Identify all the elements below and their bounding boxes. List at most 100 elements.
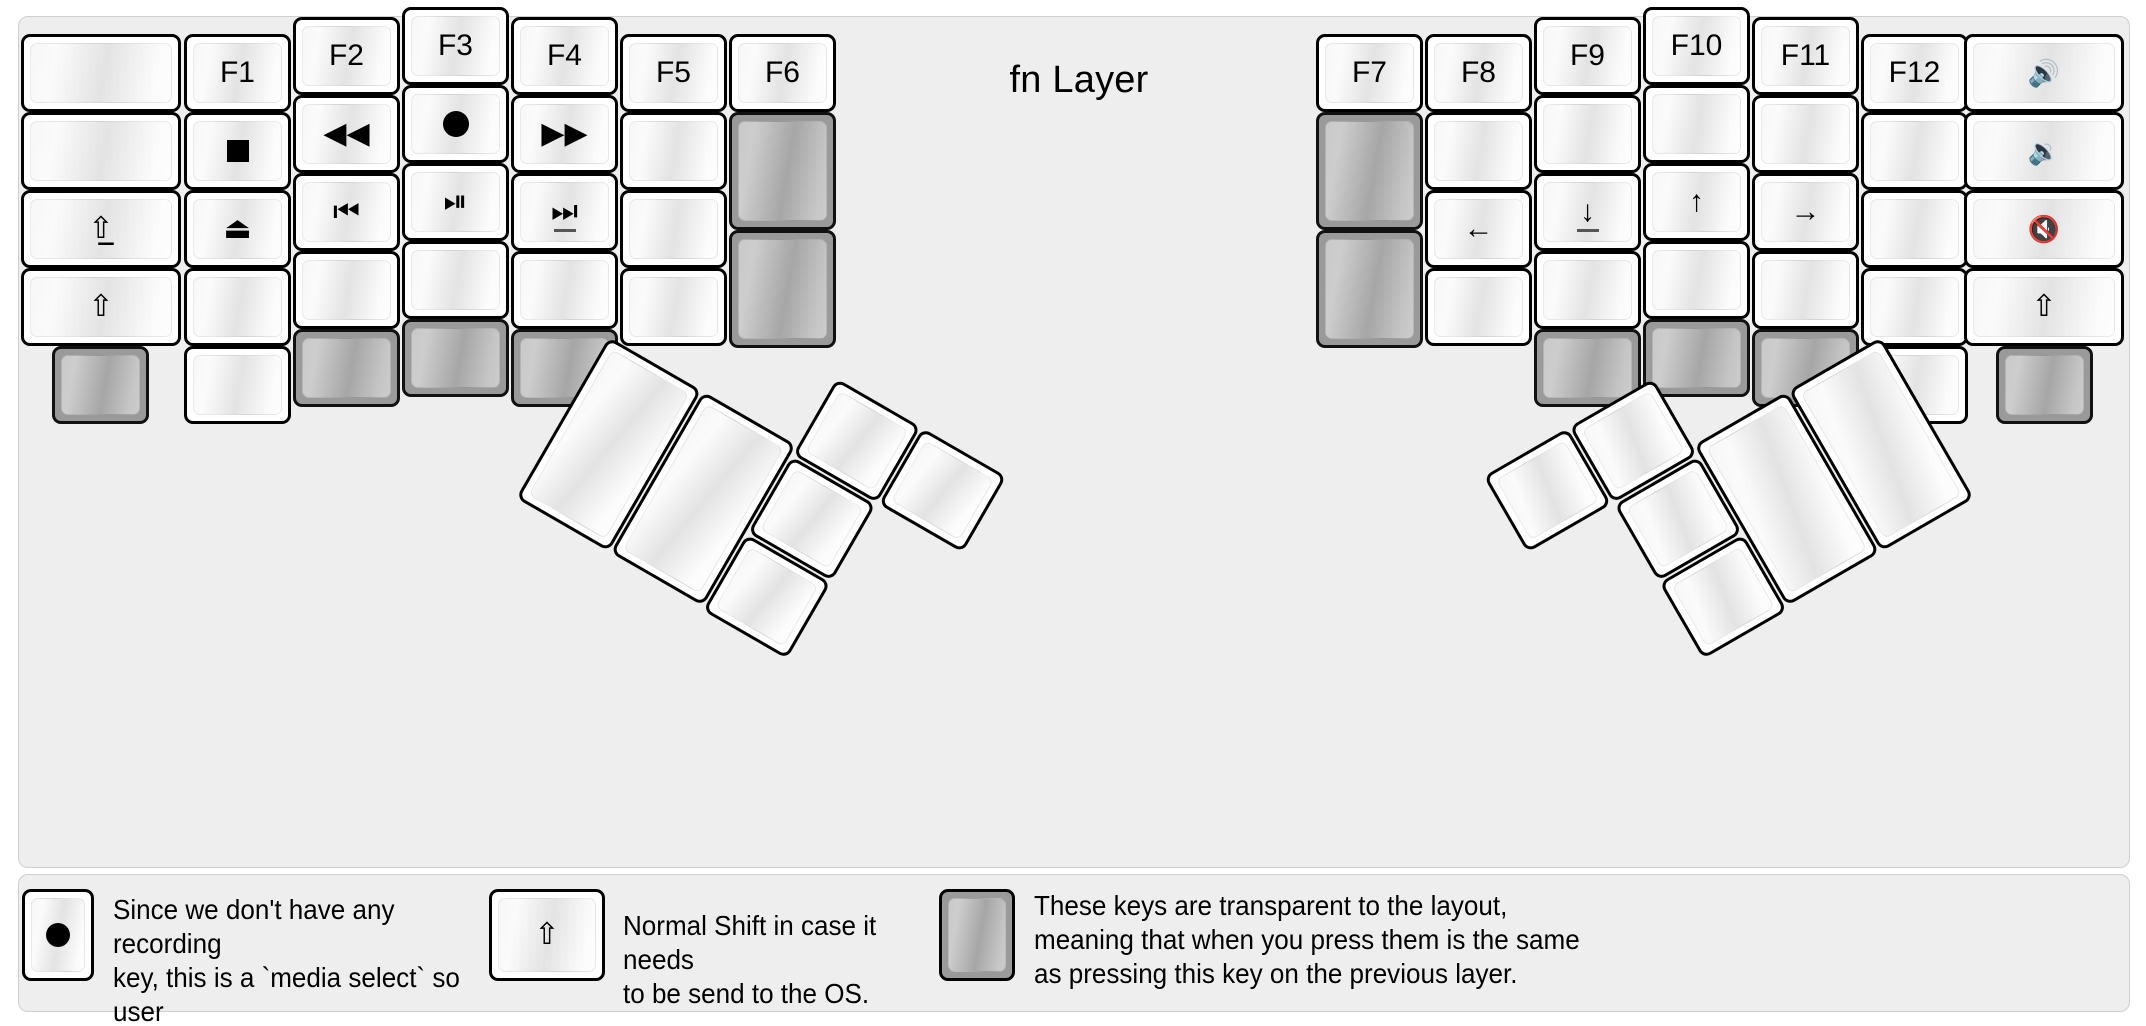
key-label: F2 [328, 39, 364, 72]
right-col4-key4[interactable] [1643, 241, 1750, 319]
right-col3-key5-transparent[interactable] [1534, 329, 1641, 407]
left-col4-key3-play-pause[interactable]: ⏯ [402, 163, 509, 241]
left-col2-key5[interactable] [184, 346, 291, 424]
arrow-down-icon: ↓ [1580, 195, 1595, 228]
keycap: F12 [1870, 43, 1959, 103]
right-col6-key4[interactable] [1861, 268, 1968, 346]
legend-text-record: Since we don't have any recording key, t… [113, 894, 460, 1026]
right-col2-key2[interactable] [1425, 112, 1532, 190]
left-col4-key5-transparent[interactable] [402, 319, 509, 397]
left-col4-key1-f3[interactable]: F3 [402, 7, 509, 85]
right-col3-key4[interactable] [1534, 251, 1641, 329]
left-col1-key1[interactable] [21, 34, 181, 112]
keycap: ⇧ [1973, 277, 2115, 337]
left-col6-key4[interactable] [620, 268, 727, 346]
right-col2-key3-arrow-left[interactable]: ← [1425, 190, 1532, 268]
right-col1-key3-transparent-tall[interactable] [1316, 230, 1423, 348]
right-col1-key1-f7[interactable]: F7 [1316, 34, 1423, 112]
left-col6-key2[interactable] [620, 112, 727, 190]
keycap: ⏯ [411, 172, 500, 232]
left-col7-key1-f6[interactable]: F6 [729, 34, 836, 112]
right-col5-key4[interactable] [1752, 251, 1859, 329]
right-col7-key3-volume-mute[interactable]: 🔇 [1964, 190, 2124, 268]
right-col7-key4-shift[interactable]: ⇧ [1964, 268, 2124, 346]
left-col7-key3-transparent-tall[interactable] [729, 230, 836, 348]
left-col5-key3-next[interactable]: ⏭ [511, 173, 618, 251]
shift-icon: ⇧ [2031, 290, 2057, 323]
right-col4-key1-f10[interactable]: F10 [1643, 7, 1750, 85]
keycap [1761, 104, 1850, 164]
left-col5-key1-f4[interactable]: F4 [511, 17, 618, 95]
keycap [2005, 355, 2084, 415]
keycap: ⇧̲ [30, 199, 172, 259]
right-col3-key2[interactable] [1534, 95, 1641, 173]
right-col7-key5-transparent[interactable] [1996, 346, 2093, 424]
keycap [193, 121, 282, 181]
left-col3-key4[interactable] [293, 251, 400, 329]
left-col2-key2-stop[interactable] [184, 112, 291, 190]
left-col3-key5-transparent[interactable] [293, 329, 400, 407]
right-col5-key3-arrow-right[interactable]: → [1752, 173, 1859, 251]
left-col1-key3-shift-lock[interactable]: ⇧̲ [21, 190, 181, 268]
keycap: ⏏ [193, 199, 282, 259]
keycap [948, 898, 1006, 972]
keycap: F9 [1543, 26, 1632, 86]
left-col1-key2[interactable] [21, 112, 181, 190]
right-col3-key3-arrow-down[interactable]: ↓ [1534, 173, 1641, 251]
keycap: ◀◀ [302, 104, 391, 164]
right-col6-key2[interactable] [1861, 112, 1968, 190]
keycap [629, 199, 718, 259]
key-label: F11 [1780, 39, 1831, 72]
left-col3-key2-rewind[interactable]: ◀◀ [293, 95, 400, 173]
left-col6-key1-f5[interactable]: F5 [620, 34, 727, 112]
left-col6-key3[interactable] [620, 190, 727, 268]
left-col1-key4-shift[interactable]: ⇧ [21, 268, 181, 346]
keycap: F7 [1325, 43, 1414, 103]
right-col2-key4[interactable] [1425, 268, 1532, 346]
right-col6-key3[interactable] [1861, 190, 1968, 268]
left-col4-key4[interactable] [402, 241, 509, 319]
right-col4-key3-arrow-up[interactable]: ↑ [1643, 163, 1750, 241]
left-col5-key4[interactable] [511, 251, 618, 329]
media-previous-icon: ⏮ [333, 195, 360, 228]
keycap: F6 [738, 43, 827, 103]
keycap: F8 [1434, 43, 1523, 103]
left-col3-key1-f2[interactable]: F2 [293, 17, 400, 95]
left-col1-key5-transparent[interactable] [52, 346, 149, 424]
legend-text-shift: Normal Shift in case it needs to be send… [623, 910, 877, 1009]
keycap: ↑ [1652, 172, 1741, 232]
volume-down-icon: 🔉 [2027, 136, 2061, 166]
legend-key-shift[interactable]: ⇧ [489, 889, 605, 981]
keycap: ← [1434, 199, 1523, 259]
right-col7-key1-volume-up[interactable]: 🔊 [1964, 34, 2124, 112]
legend-key-record[interactable] [22, 889, 94, 981]
keycap [629, 277, 718, 337]
left-col5-key2-fast-forward[interactable]: ▶▶ [511, 95, 618, 173]
left-col7-key2-transparent-tall[interactable] [729, 112, 836, 230]
legend-key-transparent[interactable] [939, 889, 1015, 981]
keycap: F10 [1652, 16, 1741, 76]
right-col1-key2-transparent-tall[interactable] [1316, 112, 1423, 230]
arrow-left-icon: ← [1463, 212, 1494, 245]
keycap: ⇧ [498, 898, 596, 972]
right-col4-key2[interactable] [1643, 85, 1750, 163]
left-col4-key2-record[interactable] [402, 85, 509, 163]
right-col6-key1-f12[interactable]: F12 [1861, 34, 1968, 112]
right-col7-key2-volume-down[interactable]: 🔉 [1964, 112, 2124, 190]
right-col5-key1-f11[interactable]: F11 [1752, 17, 1859, 95]
right-col4-key5-transparent[interactable] [1643, 319, 1750, 397]
keycap [193, 277, 282, 337]
right-col3-key1-f9[interactable]: F9 [1534, 17, 1641, 95]
volume-mute-icon: 🔇 [2027, 214, 2061, 244]
media-next-icon: ⏭ [551, 195, 578, 228]
key-label: F9 [1569, 39, 1605, 72]
left-col2-key4[interactable] [184, 268, 291, 346]
legend-panel: Since we don't have any recording key, t… [18, 874, 2130, 1026]
left-col2-key1-f1[interactable]: F1 [184, 34, 291, 112]
right-col5-key2[interactable] [1752, 95, 1859, 173]
left-col2-key3-eject[interactable]: ⏏ [184, 190, 291, 268]
left-col3-key3-previous[interactable]: ⏮ [293, 173, 400, 251]
volume-up-icon: 🔊 [2027, 58, 2061, 88]
right-col2-key1-f8[interactable]: F8 [1425, 34, 1532, 112]
